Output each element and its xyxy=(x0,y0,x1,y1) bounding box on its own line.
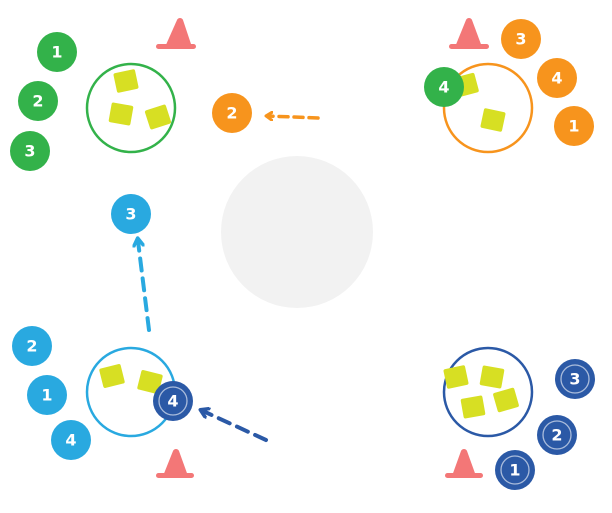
svg-text:2: 2 xyxy=(26,337,37,356)
zone-top-left xyxy=(85,62,177,154)
cone-top-left xyxy=(156,18,196,49)
player-darkblue-1: 1 xyxy=(495,450,535,490)
ball xyxy=(493,387,519,413)
player-orange-2: 2 xyxy=(212,93,252,133)
player-darkblue-3: 3 xyxy=(555,359,595,399)
svg-text:2: 2 xyxy=(551,426,562,445)
player-lightblue-4: 4 xyxy=(51,420,91,460)
player-green-2: 2 xyxy=(18,81,58,121)
svg-text:4: 4 xyxy=(167,392,178,411)
svg-text:4: 4 xyxy=(551,69,562,88)
svg-text:1: 1 xyxy=(51,43,62,62)
player-lightblue-2: 2 xyxy=(12,326,52,366)
svg-text:4: 4 xyxy=(438,78,449,97)
arrow-lightblue-run xyxy=(138,241,151,332)
svg-text:3: 3 xyxy=(125,205,136,224)
ball xyxy=(480,108,506,132)
ball xyxy=(479,365,505,389)
player-green-4: 4 xyxy=(424,67,464,107)
cone-bottom-right xyxy=(445,449,483,478)
ball xyxy=(443,365,469,389)
svg-text:2: 2 xyxy=(32,92,43,111)
svg-text:3: 3 xyxy=(569,370,580,389)
ball xyxy=(108,102,134,126)
player-darkblue-4: 4 xyxy=(153,381,193,421)
zone-bottom-right xyxy=(442,346,534,438)
svg-text:4: 4 xyxy=(65,431,76,450)
svg-text:3: 3 xyxy=(24,142,35,161)
player-orange-1: 1 xyxy=(554,106,594,146)
player-orange-3: 3 xyxy=(501,19,541,59)
svg-text:1: 1 xyxy=(509,461,520,480)
svg-text:2: 2 xyxy=(226,104,237,123)
svg-text:3: 3 xyxy=(515,30,526,49)
zone-top-right xyxy=(442,62,534,154)
ball xyxy=(99,364,125,388)
arrow-orange-run xyxy=(268,116,320,118)
arrow-darkblue-run xyxy=(203,411,268,442)
ball xyxy=(137,370,163,394)
center-zone xyxy=(221,156,373,308)
cone-bottom-left xyxy=(156,449,194,478)
svg-text:1: 1 xyxy=(41,386,52,405)
ball xyxy=(113,69,139,93)
cone-top-right xyxy=(449,18,489,49)
player-green-3: 3 xyxy=(10,131,50,171)
player-lightblue-1: 1 xyxy=(27,375,67,415)
ball xyxy=(460,395,486,419)
player-lightblue-3: 3 xyxy=(111,194,151,234)
player-darkblue-2: 2 xyxy=(537,415,577,455)
player-orange-4: 4 xyxy=(537,58,577,98)
ball xyxy=(144,104,172,130)
svg-text:1: 1 xyxy=(568,117,579,136)
player-green-1: 1 xyxy=(37,32,77,72)
